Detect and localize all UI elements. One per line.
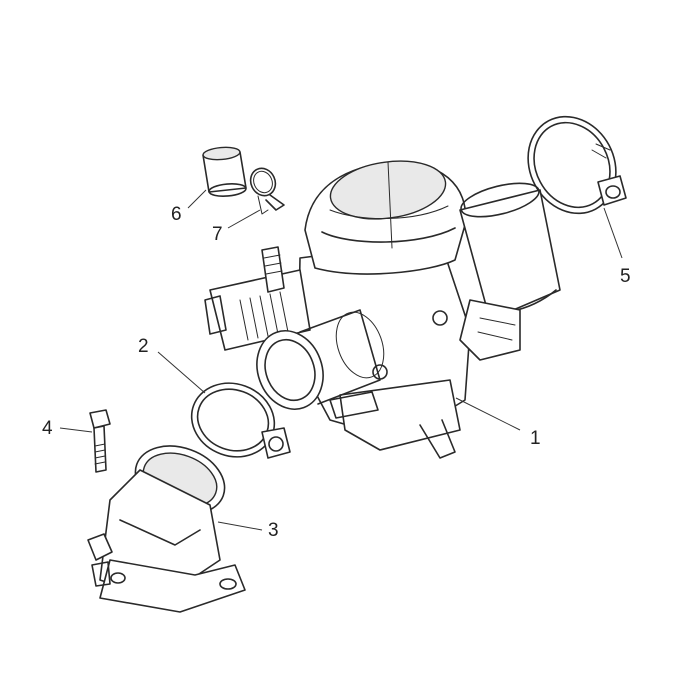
callout-4: 4	[42, 418, 53, 439]
callout-6: 6	[171, 204, 182, 225]
part-4-bolt	[89, 409, 111, 473]
part-3-intake-manifold	[87, 445, 246, 613]
leader-6	[187, 189, 207, 209]
leader-3	[217, 521, 263, 531]
leader-4	[59, 427, 93, 433]
callout-1: 1	[530, 428, 541, 449]
part-7-clip	[249, 167, 285, 215]
callout-7: 7	[212, 224, 223, 245]
leader-7	[227, 209, 261, 229]
part-5-hose-clamp	[527, 115, 627, 215]
callout-3: 3	[268, 520, 279, 541]
leader-2	[157, 351, 206, 394]
leader-lines	[59, 189, 623, 531]
leader-5	[603, 207, 623, 259]
part-6-sleeve	[202, 146, 247, 197]
callout-5: 5	[620, 266, 631, 287]
leader-1	[455, 397, 521, 431]
part-1-carburetor	[204, 160, 561, 459]
part-2-hose-clamp	[190, 382, 291, 459]
callout-labels: 1 2 3 4 5 6 7	[42, 204, 631, 541]
callout-2: 2	[138, 336, 149, 357]
